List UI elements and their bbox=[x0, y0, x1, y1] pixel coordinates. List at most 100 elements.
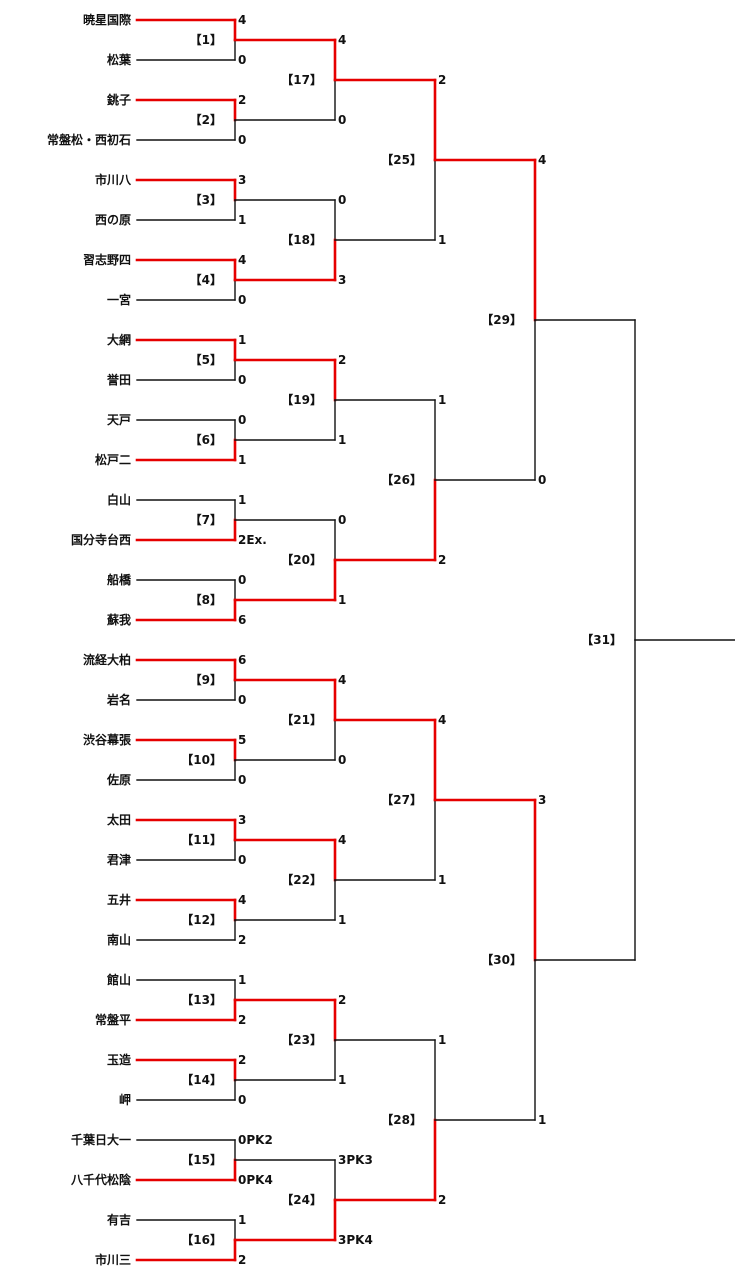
score-label: 4 bbox=[238, 893, 246, 907]
match-label: 【31】 bbox=[581, 632, 622, 647]
score-label: 0 bbox=[238, 1093, 246, 1107]
score-label: 0 bbox=[338, 513, 346, 527]
match-label: 【15】 bbox=[181, 1152, 222, 1167]
score-label: 3PK4 bbox=[338, 1233, 373, 1247]
team-name: 一宮 bbox=[107, 292, 131, 307]
score-label: 3 bbox=[538, 793, 546, 807]
match-label: 【29】 bbox=[481, 312, 522, 327]
team-name: 八千代松陰 bbox=[70, 1172, 132, 1187]
score-label: 2 bbox=[238, 1013, 246, 1027]
score-label: 1 bbox=[238, 493, 246, 507]
score-label: 1 bbox=[238, 333, 246, 347]
team-name: 市川八 bbox=[95, 172, 132, 187]
score-label: 2 bbox=[438, 1193, 446, 1207]
team-name: 岩名 bbox=[106, 692, 131, 707]
team-name: 銚子 bbox=[107, 92, 131, 107]
score-label: 3 bbox=[238, 173, 246, 187]
score-label: 4 bbox=[238, 13, 246, 27]
score-label: 0 bbox=[238, 133, 246, 147]
match-label: 【13】 bbox=[181, 992, 222, 1007]
match-label: 【12】 bbox=[181, 912, 222, 927]
team-name: 玉造 bbox=[107, 1052, 132, 1067]
score-label: 3 bbox=[238, 813, 246, 827]
match-label: 【27】 bbox=[381, 792, 422, 807]
score-label: 0 bbox=[338, 753, 346, 767]
team-name: 蘇我 bbox=[106, 612, 131, 627]
score-label: 0 bbox=[238, 293, 246, 307]
team-name: 館山 bbox=[106, 972, 131, 987]
score-label: 5 bbox=[238, 733, 246, 747]
match-label: 【4】 bbox=[190, 272, 222, 287]
score-label: 0 bbox=[238, 573, 246, 587]
score-label: 2 bbox=[238, 933, 246, 947]
team-name: 渋谷幕張 bbox=[83, 732, 132, 747]
match-label: 【2】 bbox=[190, 112, 222, 127]
score-label: 0PK2 bbox=[238, 1133, 273, 1147]
score-label: 2 bbox=[238, 93, 246, 107]
match-label: 【6】 bbox=[190, 432, 222, 447]
team-name: 佐原 bbox=[106, 772, 131, 787]
score-label: 1 bbox=[338, 433, 346, 447]
score-label: 2 bbox=[338, 353, 346, 367]
match-label: 【11】 bbox=[181, 832, 222, 847]
score-label: 2 bbox=[238, 1253, 246, 1267]
team-name: 有吉 bbox=[107, 1212, 131, 1227]
score-label: 2 bbox=[438, 553, 446, 567]
match-label: 【9】 bbox=[190, 672, 222, 687]
team-name: 松戸二 bbox=[95, 452, 131, 467]
bracket-lines bbox=[135, 18, 735, 1262]
match-label: 【21】 bbox=[281, 712, 322, 727]
team-name: 大網 bbox=[107, 332, 131, 347]
score-label: 1 bbox=[238, 973, 246, 987]
team-name: 流経大柏 bbox=[83, 652, 131, 667]
score-label: 1 bbox=[538, 1113, 546, 1127]
score-label: 2 bbox=[338, 993, 346, 1007]
match-label: 【7】 bbox=[190, 512, 222, 527]
score-label: 6 bbox=[238, 613, 246, 627]
match-label: 【20】 bbox=[281, 552, 322, 567]
team-name: 市川三 bbox=[95, 1252, 131, 1267]
match-label: 【24】 bbox=[281, 1192, 322, 1207]
score-label: 1 bbox=[338, 593, 346, 607]
score-label: 1 bbox=[238, 453, 246, 467]
score-label: 3PK3 bbox=[338, 1153, 373, 1167]
match-label: 【23】 bbox=[281, 1032, 322, 1047]
team-name: 五井 bbox=[107, 892, 131, 907]
score-label: 4 bbox=[238, 253, 246, 267]
team-name: 船橋 bbox=[107, 572, 132, 587]
score-label: 0 bbox=[338, 113, 346, 127]
team-name: 誉田 bbox=[106, 372, 131, 387]
team-name: 常盤松・西初石 bbox=[47, 132, 131, 147]
match-label: 【16】 bbox=[181, 1232, 222, 1247]
score-label: 0PK4 bbox=[238, 1173, 273, 1187]
bracket-labels: 暁星国際松葉銚子常盤松・西初石市川八西の原習志野四一宮大網誉田天戸松戸二白山国分… bbox=[47, 12, 622, 1267]
score-label: 1 bbox=[338, 913, 346, 927]
team-name: 西の原 bbox=[95, 213, 131, 227]
team-name: 天戸 bbox=[107, 413, 131, 427]
score-label: 1 bbox=[438, 873, 446, 887]
score-label: 0 bbox=[538, 473, 546, 487]
team-name: 松葉 bbox=[107, 52, 132, 67]
score-label: 6 bbox=[238, 653, 246, 667]
score-label: 0 bbox=[238, 373, 246, 387]
score-label: 0 bbox=[238, 773, 246, 787]
match-label: 【1】 bbox=[190, 32, 222, 47]
score-label: 2Ex. bbox=[238, 533, 267, 547]
score-label: 1 bbox=[438, 233, 446, 247]
score-label: 2 bbox=[438, 73, 446, 87]
match-label: 【25】 bbox=[381, 152, 422, 167]
score-label: 0 bbox=[338, 193, 346, 207]
team-name: 国分寺台西 bbox=[71, 532, 131, 547]
match-label: 【10】 bbox=[181, 752, 222, 767]
match-label: 【26】 bbox=[381, 472, 422, 487]
score-label: 0 bbox=[238, 853, 246, 867]
match-label: 【8】 bbox=[190, 592, 222, 607]
team-name: 習志野四 bbox=[83, 252, 131, 267]
score-label: 4 bbox=[338, 33, 346, 47]
score-label: 1 bbox=[238, 1213, 246, 1227]
team-name: 千葉日大一 bbox=[71, 1132, 131, 1147]
match-label: 【19】 bbox=[281, 392, 322, 407]
team-name: 岬 bbox=[119, 1093, 131, 1107]
score-label: 0 bbox=[238, 693, 246, 707]
